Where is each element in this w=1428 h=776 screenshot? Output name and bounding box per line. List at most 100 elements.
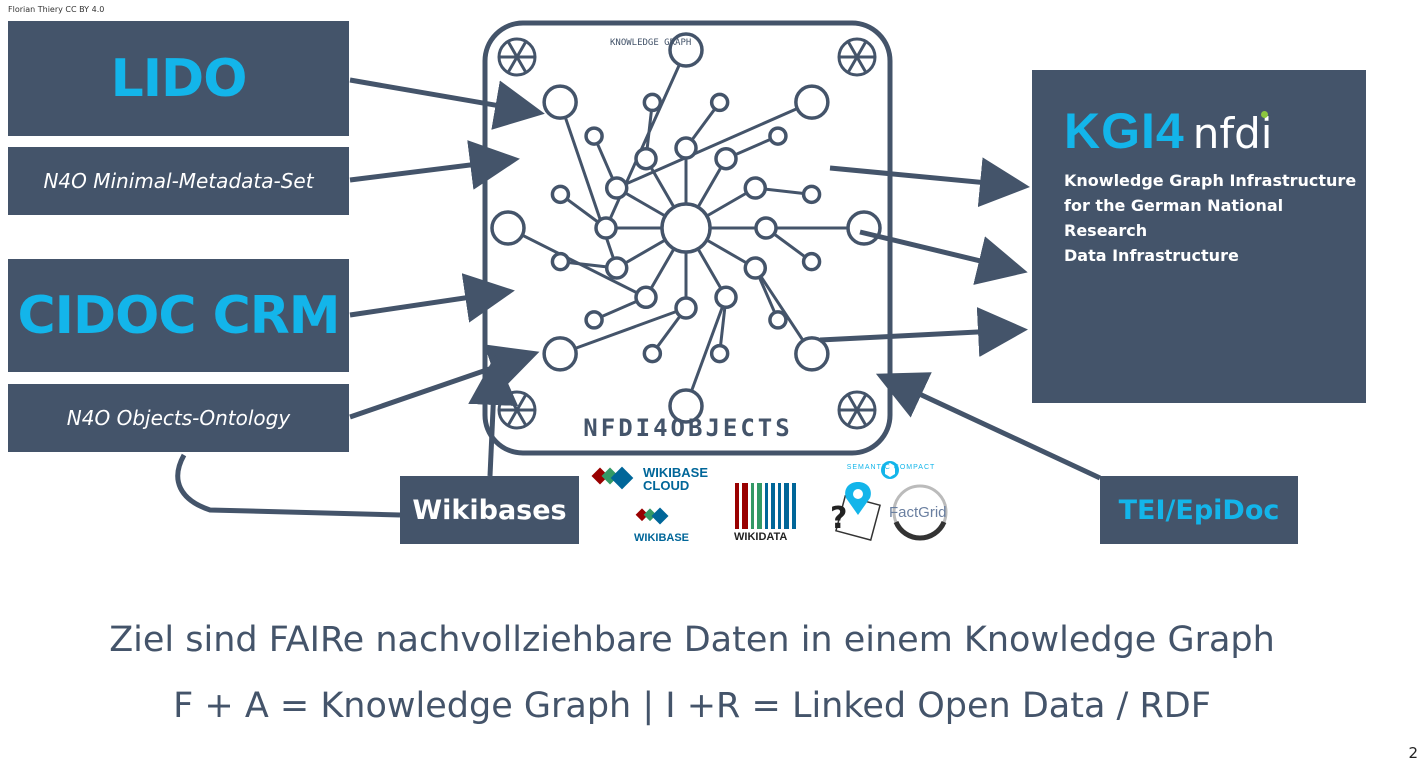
graph-node xyxy=(801,184,822,205)
wheel-spoke xyxy=(506,56,519,74)
arrows xyxy=(175,77,1102,518)
map-pin-question-icon: ? xyxy=(830,482,881,541)
graph-node xyxy=(490,210,526,246)
knowledge-graph-illustration: KNOWLEDGE GRAPH NFDI4OBJECTS xyxy=(482,20,893,456)
wheel-spoke xyxy=(855,409,868,427)
arrow-wikibases xyxy=(468,355,519,477)
bottom-line-2: F + A = Knowledge Graph | I +R = Linked … xyxy=(173,686,1211,726)
n4o-mms-box: N4O Minimal-Metadata-Set xyxy=(8,147,349,215)
graph-node xyxy=(542,336,578,372)
wikibase-icon xyxy=(635,507,669,525)
graph-node xyxy=(660,202,712,254)
graph-node xyxy=(642,92,663,113)
wheel-spoke xyxy=(506,409,519,427)
wikibase-cloud-icon xyxy=(591,466,634,490)
graph-node xyxy=(743,256,768,280)
graph-node xyxy=(584,310,604,330)
wheel-spoke xyxy=(506,40,519,58)
wheel-spoke xyxy=(515,40,528,58)
wikidata-bar xyxy=(771,483,775,529)
graph-node xyxy=(542,84,578,120)
semantic-compact-icon xyxy=(881,461,899,479)
wheel-spoke xyxy=(846,409,859,427)
kgi-desc-line1: Knowledge Graph Infrastructure xyxy=(1064,171,1357,190)
n4o-ontology-label: N4O Objects-Ontology xyxy=(66,406,291,430)
graph-node xyxy=(668,388,704,424)
graph-node xyxy=(550,251,571,272)
graph-node xyxy=(584,126,604,146)
credit-text: Florian Thiery CC BY 4.0 xyxy=(8,5,105,14)
graph-node xyxy=(634,146,658,171)
graph-node xyxy=(642,343,663,364)
n4o-ontology-box: N4O Objects-Ontology xyxy=(8,384,349,452)
factgrid-text: FactGrid xyxy=(889,504,947,521)
wikidata-text: WIKIDATA xyxy=(734,531,788,543)
kgi4nfdi-box: KGI4 nfdi Knowledge Graph Infrastructure… xyxy=(1032,70,1366,403)
wikibases-label: Wikibases xyxy=(412,494,567,526)
wheel-spoke xyxy=(515,56,528,74)
wikibase-cloud-line2: CLOUD xyxy=(643,478,690,493)
tei-epidoc-label: TEI/EpiDoc xyxy=(1118,494,1280,526)
graph-header-text: KNOWLEDGE GRAPH xyxy=(610,38,691,48)
graph-node xyxy=(709,92,730,113)
svg-text:?: ? xyxy=(830,501,847,536)
nfdi-logo-right: nfdi xyxy=(1192,109,1273,158)
arrow-curve-ontology xyxy=(175,453,401,518)
nfdi-green-dot xyxy=(1261,111,1269,118)
wikidata-bar xyxy=(784,483,789,529)
wikidata-bar xyxy=(751,483,754,529)
wheel-spoke xyxy=(855,56,868,74)
graph-node xyxy=(846,210,882,246)
graph-footer-text: NFDI4OBJECTS xyxy=(583,414,792,442)
tei-epidoc-box: TEI/EpiDoc xyxy=(1100,476,1298,544)
wheel-spoke xyxy=(515,393,528,411)
graph-edge xyxy=(558,101,619,269)
graph-node xyxy=(714,146,738,171)
graph-edge xyxy=(684,296,728,407)
graph-edge xyxy=(559,306,687,356)
graph-node xyxy=(709,343,730,364)
graph-node xyxy=(594,216,618,240)
kgi-description: Knowledge Graph Infrastructure for the G… xyxy=(1064,168,1366,268)
wheel-spoke xyxy=(846,56,859,74)
cidoc-box: CIDOC CRM xyxy=(8,259,349,372)
bottom-line-1: Ziel sind FAIRe nachvollziehbare Daten i… xyxy=(109,620,1275,660)
kgi4nfdi-logo: KGI4 nfdi xyxy=(1064,102,1272,160)
wikidata-bar xyxy=(765,483,768,529)
wikibase-cloud-line1: WIKIBASE xyxy=(643,465,708,480)
lido-label: LIDO xyxy=(110,48,248,109)
graph-edge xyxy=(507,226,647,299)
wikibases-box: Wikibases xyxy=(400,476,579,544)
kgi-desc-line3: Data Infrastructure xyxy=(1064,246,1239,265)
wheel-spoke xyxy=(855,393,868,411)
arrow-to-kgi-3 xyxy=(819,307,1028,357)
graph-node xyxy=(550,184,571,205)
semantic-compact-text: SEMANTIC COMPACT xyxy=(846,464,936,471)
page-number: 2 xyxy=(1408,744,1418,762)
arrow-tei xyxy=(875,372,1102,481)
kgi-desc-line2: for the German National Research xyxy=(1064,196,1284,240)
graph-node xyxy=(768,310,788,330)
wikibase-text: WIKIBASE xyxy=(634,532,689,544)
factgrid-icon xyxy=(892,484,948,541)
graph-node xyxy=(674,136,698,160)
arrow-to-kgi-1 xyxy=(829,157,1030,208)
wikidata-bar xyxy=(757,483,762,529)
arrow-lido xyxy=(349,77,545,130)
arrow-cidoc xyxy=(349,273,515,323)
graph-node xyxy=(794,336,830,372)
n4o-mms-label: N4O Minimal-Metadata-Set xyxy=(43,169,314,193)
graph-node xyxy=(714,285,738,310)
arrow-to-kgi-2 xyxy=(859,229,1028,285)
wikidata-bar xyxy=(742,483,748,529)
wikibase-cloud-text: WIKIBASE CLOUD xyxy=(643,466,708,492)
graph-node xyxy=(634,285,658,310)
graph-node xyxy=(794,84,830,120)
graph-node xyxy=(754,216,778,240)
graph-node xyxy=(604,256,629,280)
arrow-n4o-mms xyxy=(349,140,520,190)
wheel-spoke xyxy=(515,409,528,427)
wikidata-barcode-icon xyxy=(735,483,796,529)
wheel-spoke xyxy=(846,393,859,411)
